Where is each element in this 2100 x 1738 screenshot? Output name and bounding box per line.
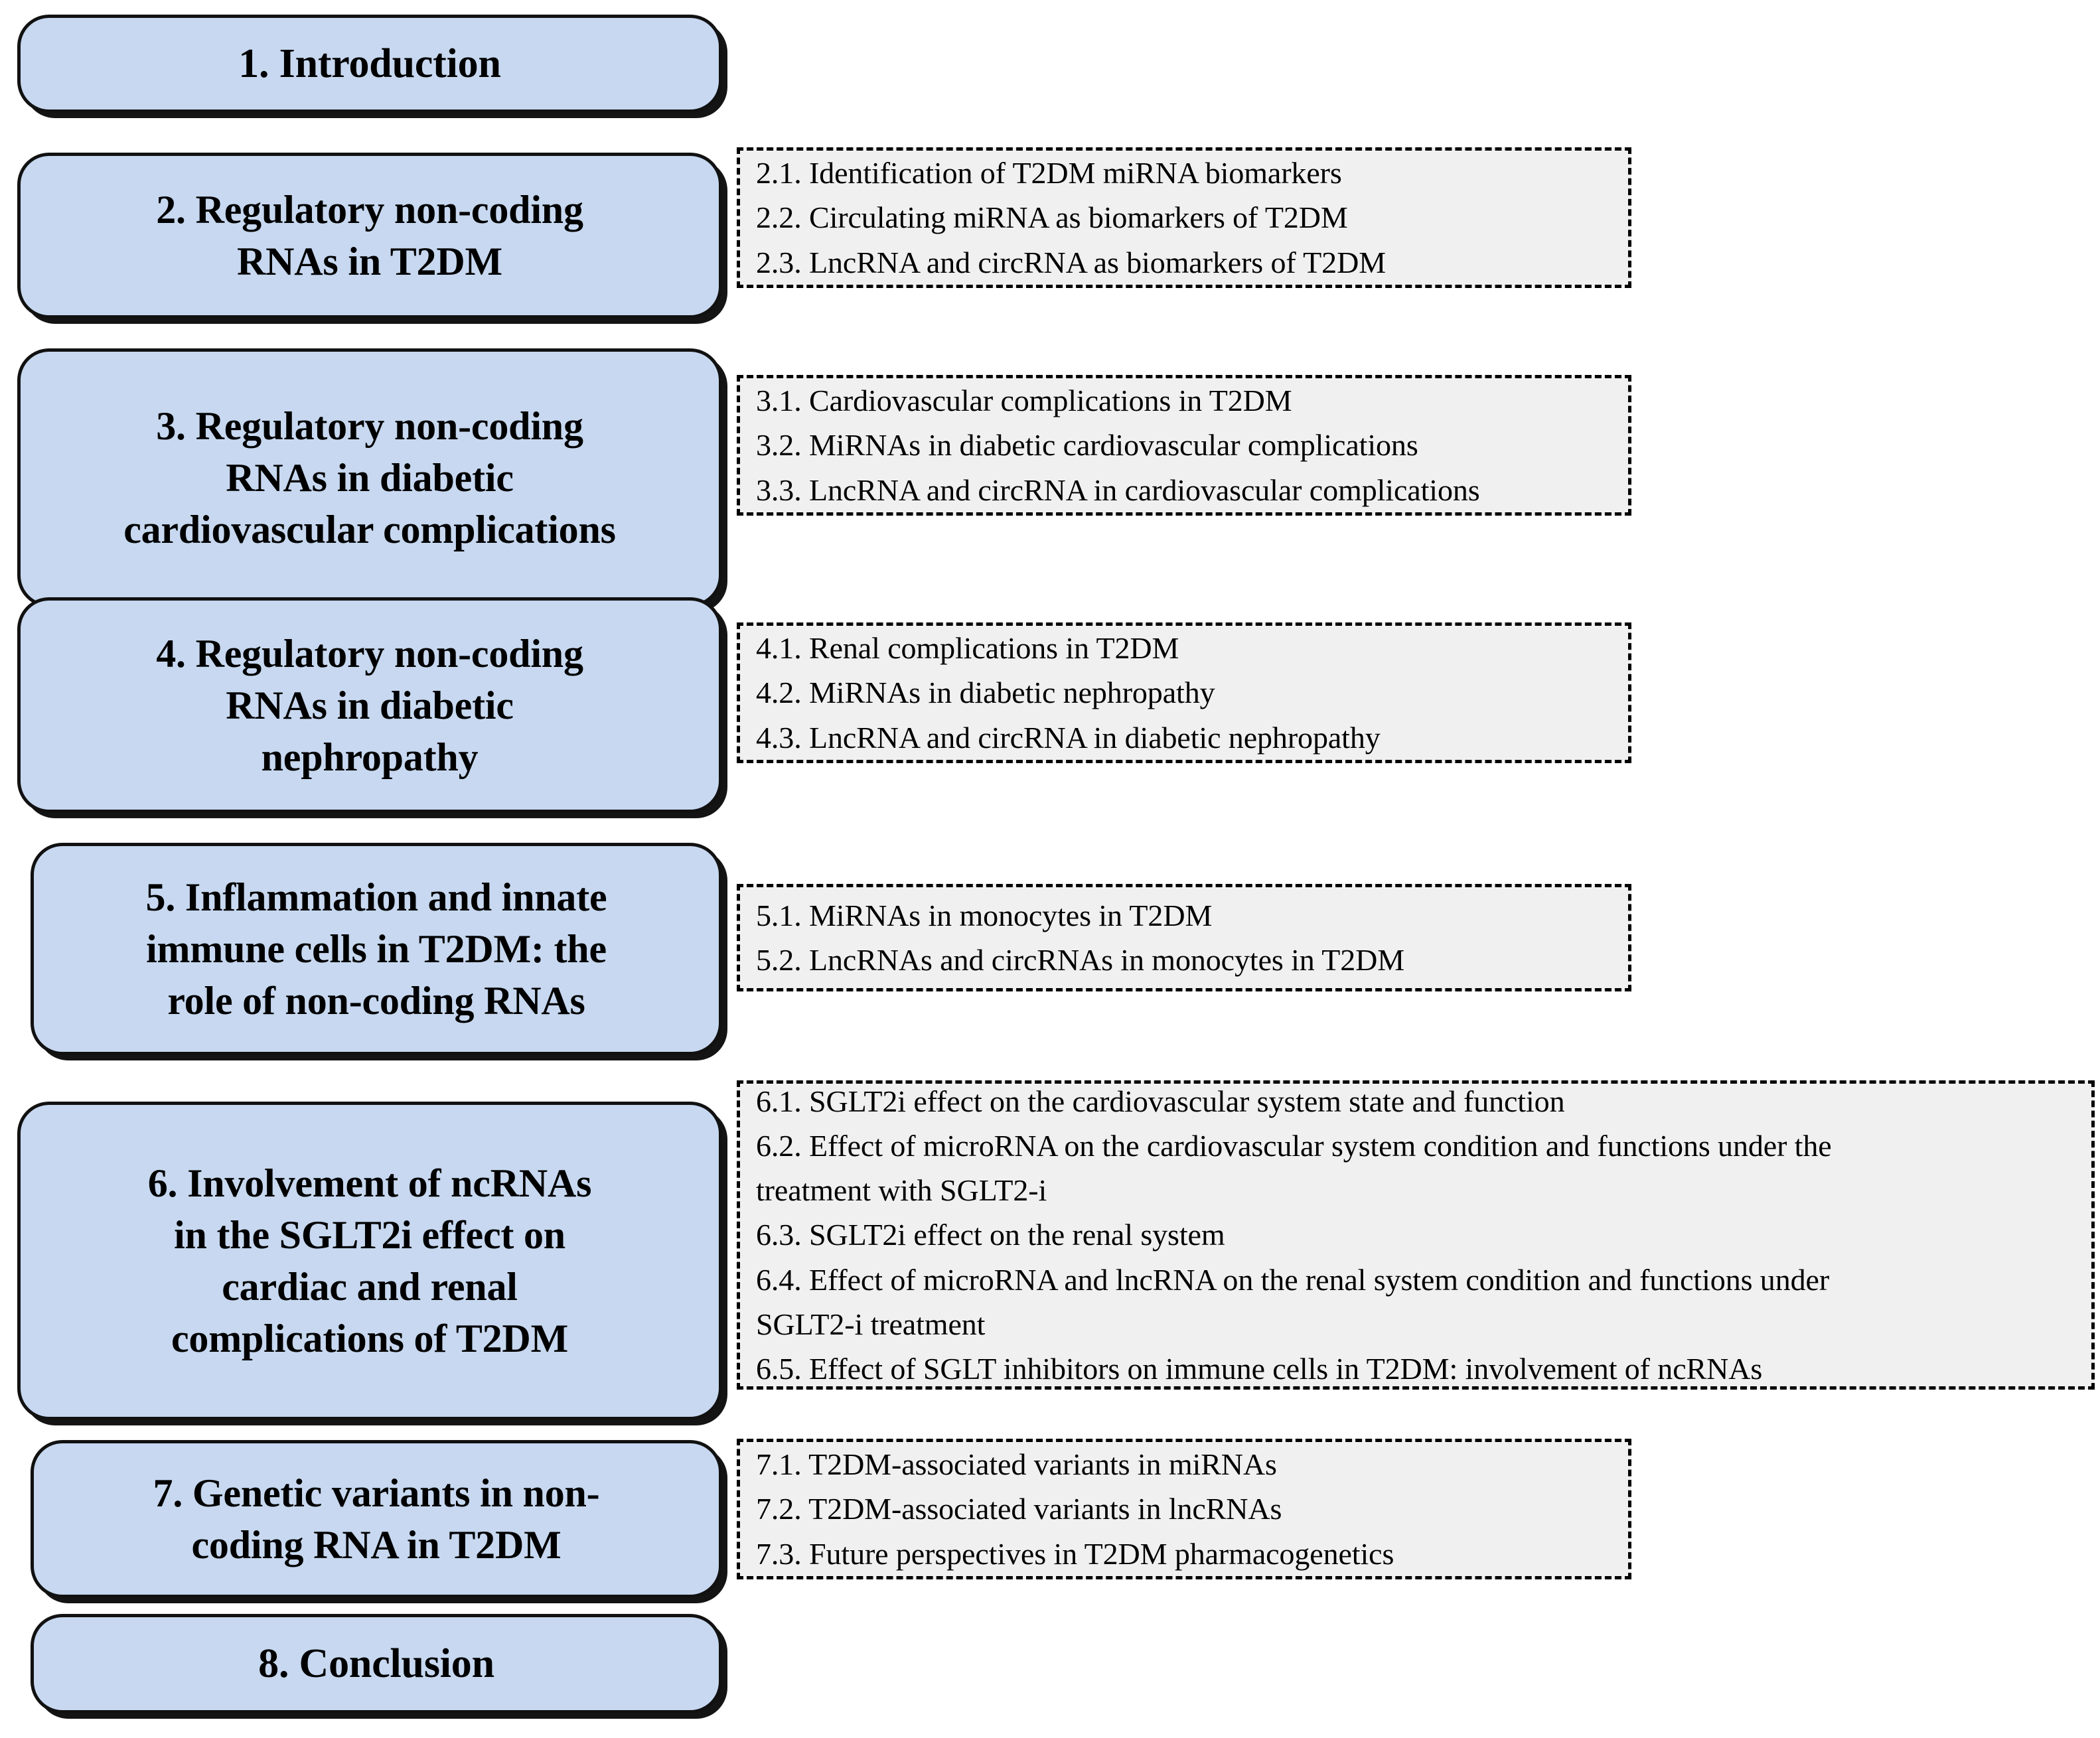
subitem-4-3: 4.3. LncRNA and circRNA in diabetic neph… (756, 720, 1381, 755)
subitem-5-1: 5.1. MiRNAs in monocytes in T2DM (756, 898, 1213, 932)
section-box-5[interactable]: 5. Inflammation and innate immune cells … (31, 843, 722, 1055)
subitem-7-3: 7.3. Future perspectives in T2DM pharmac… (756, 1536, 1394, 1571)
subitems-box-5: 5.1. MiRNAs in monocytes in T2DM 5.2. Ln… (737, 884, 1631, 991)
section-box-2[interactable]: 2. Regulatory non-coding RNAs in T2DM (17, 153, 722, 319)
subitem-2-2: 2.2. Circulating miRNA as biomarkers of … (756, 200, 1348, 235)
section-box-8[interactable]: 8. Conclusion (31, 1614, 722, 1713)
subitem-2-1: 2.1. Identification of T2DM miRNA biomar… (756, 156, 1342, 190)
subitem-4-1: 4.1. Renal complications in T2DM (756, 631, 1179, 666)
subitems-box-4: 4.1. Renal complications in T2DM 4.2. Mi… (737, 622, 1631, 763)
section-box-4[interactable]: 4. Regulatory non-coding RNAs in diabeti… (17, 597, 722, 813)
section-box-6[interactable]: 6. Involvement of ncRNAs in the SGLT2i e… (17, 1102, 722, 1420)
section-label-2: 2. Regulatory non-coding RNAs in T2DM (156, 188, 583, 283)
section-label-5: 5. Inflammation and innate immune cells … (145, 875, 607, 1023)
subitems-box-6: 6.1. SGLT2i effect on the cardiovascular… (737, 1080, 2095, 1390)
subitem-6-5: 6.5. Effect of SGLT inhibitors on immune… (756, 1351, 1763, 1386)
subitem-6-2: 6.2. Effect of microRNA on the cardiovas… (756, 1129, 1832, 1208)
section-label-6: 6. Involvement of ncRNAs in the SGLT2i e… (147, 1161, 592, 1360)
section-label-4: 4. Regulatory non-coding RNAs in diabeti… (156, 631, 583, 779)
subitem-4-2: 4.2. MiRNAs in diabetic nephropathy (756, 676, 1215, 710)
subitem-3-2: 3.2. MiRNAs in diabetic cardiovascular c… (756, 428, 1418, 463)
section-label-3: 3. Regulatory non-coding RNAs in diabeti… (123, 404, 616, 551)
section-box-3[interactable]: 3. Regulatory non-coding RNAs in diabeti… (17, 348, 722, 607)
section-label-8: 8. Conclusion (258, 1640, 494, 1686)
section-box-7[interactable]: 7. Genetic variants in non- coding RNA i… (31, 1440, 722, 1598)
subitem-6-1: 6.1. SGLT2i effect on the cardiovascular… (756, 1084, 1565, 1118)
subitem-5-2: 5.2. LncRNAs and circRNAs in monocytes i… (756, 943, 1405, 977)
subitem-3-1: 3.1. Cardiovascular complications in T2D… (756, 384, 1292, 418)
section-label-7: 7. Genetic variants in non- coding RNA i… (153, 1471, 600, 1567)
subitem-7-1: 7.1. T2DM-associated variants in miRNAs (756, 1447, 1277, 1482)
subitem-7-2: 7.2. T2DM-associated variants in lncRNAs (756, 1492, 1282, 1526)
subitems-box-2: 2.1. Identification of T2DM miRNA biomar… (737, 147, 1631, 288)
subitem-2-3: 2.3. LncRNA and circRNA as biomarkers of… (756, 245, 1386, 279)
section-box-1[interactable]: 1. Introduction (17, 15, 722, 113)
section-label-1: 1. Introduction (238, 40, 501, 86)
subitem-3-3: 3.3. LncRNA and circRNA in cardiovascula… (756, 472, 1480, 507)
subitem-6-3: 6.3. SGLT2i effect on the renal system (756, 1218, 1225, 1252)
subitems-box-3: 3.1. Cardiovascular complications in T2D… (737, 375, 1631, 516)
subitems-box-7: 7.1. T2DM-associated variants in miRNAs … (737, 1439, 1631, 1579)
subitem-6-4: 6.4. Effect of microRNA and lncRNA on th… (756, 1262, 1830, 1341)
